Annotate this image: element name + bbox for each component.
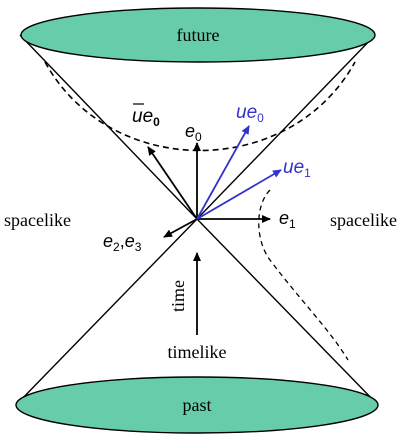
- cone-edge-right-lower: [196, 218, 379, 406]
- ubar-e0-vector: [147, 146, 198, 220]
- u-e0-vector: [196, 125, 250, 220]
- cone-edge-left-lower: [15, 218, 198, 406]
- e0-label: e0: [185, 121, 202, 144]
- e1-label: e1: [279, 208, 296, 231]
- e2e3-label: e2,e3: [103, 231, 142, 254]
- u-e1-label: ue1: [283, 157, 311, 180]
- future-label: future: [177, 25, 220, 45]
- timelike-hyperbola: [44, 61, 356, 152]
- past-disc: [15, 376, 379, 434]
- past-label: past: [183, 395, 212, 415]
- cone-edge-right-upper: [196, 34, 376, 220]
- spacelike-left-label: spacelike: [4, 210, 71, 230]
- u-e0-label: ue0: [236, 102, 264, 125]
- timelike-label: timelike: [168, 342, 227, 362]
- u-e1-vector: [196, 169, 282, 220]
- svg-text:ue0: ue0: [132, 106, 160, 129]
- time-axis-label: time: [168, 280, 188, 312]
- e2e3-vector: [163, 218, 198, 238]
- spacelike-hyperbola: [258, 189, 349, 361]
- future-disc: [20, 7, 376, 63]
- ubar-e0-label: ue0: [132, 103, 160, 129]
- spacelike-right-label: spacelike: [330, 210, 397, 230]
